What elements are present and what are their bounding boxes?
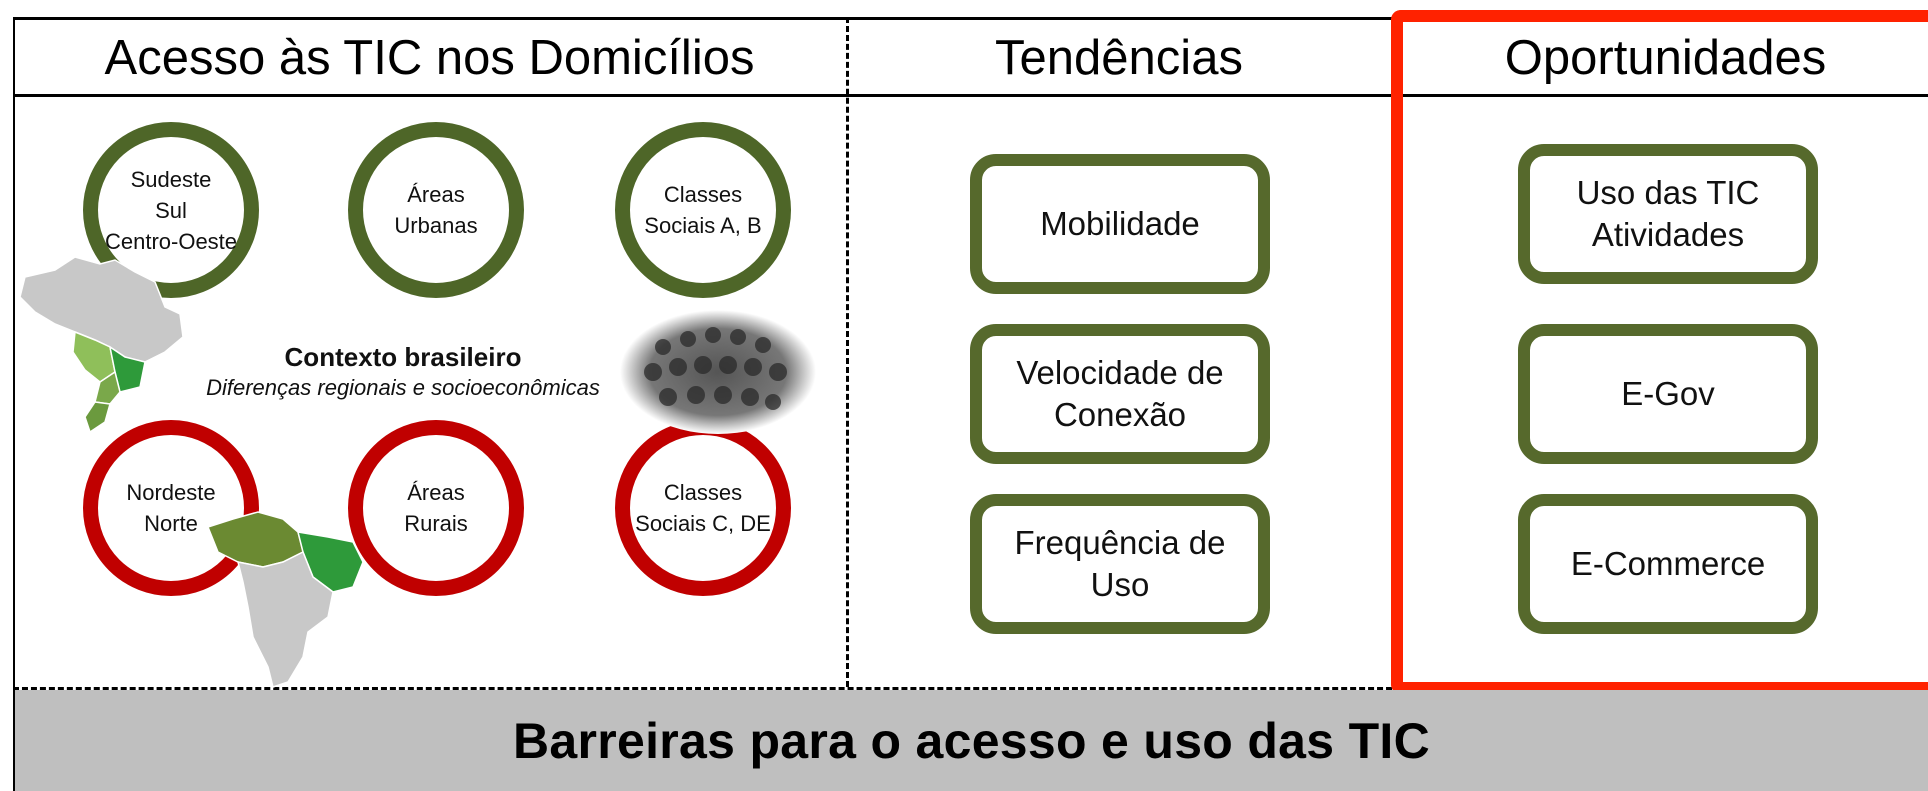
circle-classes-c-de: Classes Sociais C, DE <box>615 420 791 596</box>
circle-classes-a-b: Classes Sociais A, B <box>615 122 791 298</box>
footer-divider-dashed <box>13 687 1401 690</box>
opportunity-box-ecommerce: E-Commerce <box>1518 494 1818 634</box>
opportunity-box-uso-tic: Uso das TIC Atividades <box>1518 144 1818 284</box>
crowd-photo-icon <box>620 310 816 434</box>
circle-label: Sudeste Sul Centro-Oeste <box>104 166 238 254</box>
circle-label: Classes Sociais C, DE <box>635 480 771 536</box>
trend-box-velocidade: Velocidade de Conexão <box>970 324 1270 464</box>
circle-label: Nordeste Norte <box>126 480 216 536</box>
barriers-footer-label: Barreiras para o acesso e uso das TIC <box>512 712 1431 769</box>
column-divider-dashed <box>846 17 849 687</box>
context-subtitle: Diferenças regionais e socioeconômicas <box>206 375 600 400</box>
trend-label: Mobilidade <box>1040 205 1200 242</box>
context-title: Contexto brasileiro <box>284 342 522 372</box>
barriers-footer-bar: Barreiras para o acesso e uso das TIC <box>15 690 1928 791</box>
trend-label: Velocidade de Conexão <box>1016 354 1224 433</box>
circle-label: Classes Sociais A, B <box>644 182 762 238</box>
access-column-title: Acesso às TIC nos Domicílios <box>104 31 755 85</box>
header-divider-right <box>1403 94 1928 97</box>
brazil-map-top-icon <box>19 256 184 434</box>
circle-areas-urbanas: Áreas Urbanas <box>348 122 524 298</box>
circle-label: Áreas Rurais <box>404 480 468 536</box>
trend-label: Frequência de Uso <box>1014 524 1226 603</box>
diagram-frame: Acesso às TIC nos Domicílios Tendências … <box>13 10 1928 791</box>
opportunity-label: Uso das TIC Atividades <box>1576 174 1760 253</box>
circle-label: Áreas Urbanas <box>394 182 478 238</box>
frame-top-border <box>13 17 1408 20</box>
header-divider <box>13 94 1401 97</box>
trend-box-frequencia: Frequência de Uso <box>970 494 1270 634</box>
trends-column-title: Tendências <box>995 31 1243 85</box>
opportunity-label: E-Commerce <box>1570 545 1766 582</box>
opportunity-label: E-Gov <box>1621 375 1715 412</box>
context-text: Contexto brasileiro Diferenças regionais… <box>163 342 643 401</box>
opportunity-box-egov: E-Gov <box>1518 324 1818 464</box>
opportunities-column-title: Oportunidades <box>1504 31 1827 85</box>
brazil-map-bottom-icon <box>207 511 364 688</box>
frame-left-border <box>13 17 15 791</box>
trend-box-mobilidade: Mobilidade <box>970 154 1270 294</box>
